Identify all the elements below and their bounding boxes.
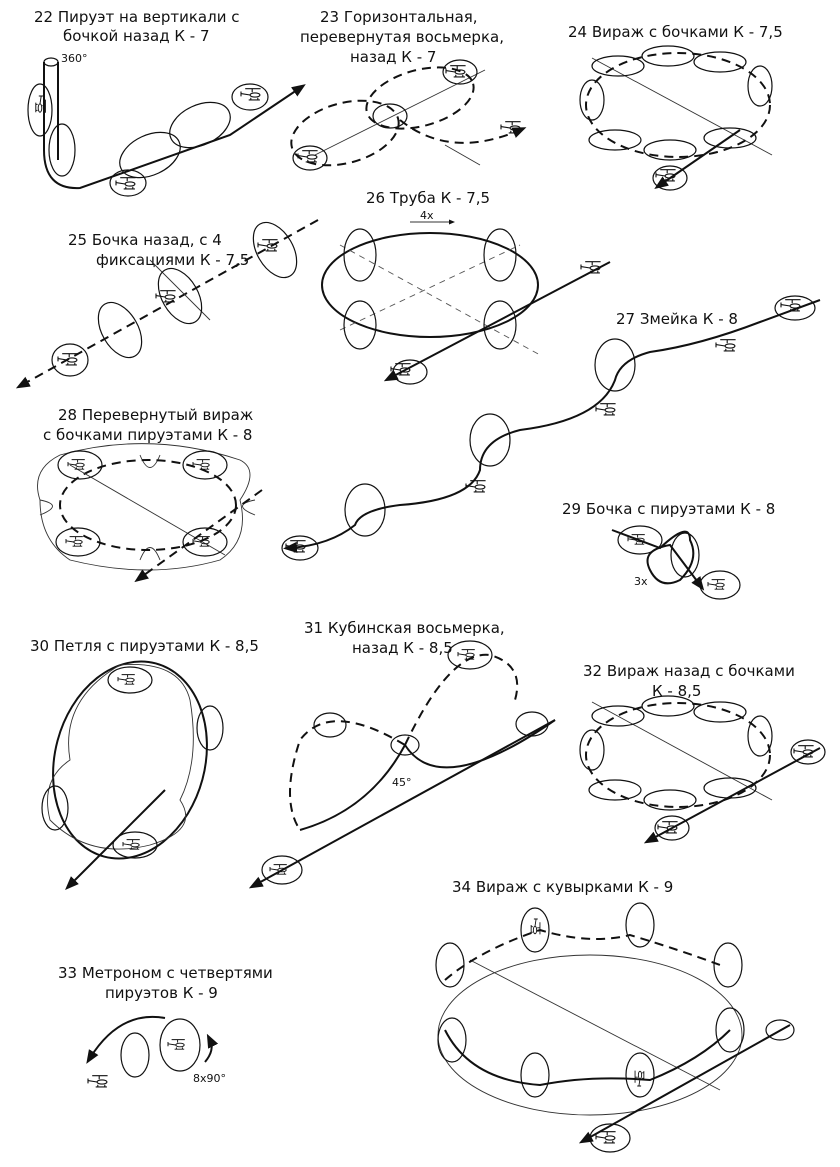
figure-25-title-line1: 25 Бочка назад, с 4 xyxy=(68,231,222,249)
figure-32-title-line1: 32 Вираж назад с бочками xyxy=(583,662,795,680)
figure-22: 22 Пируэт на вертикали с бочкой назад К … xyxy=(27,8,306,197)
figure-29: 29 Бочка с пируэтами К - 8 3x xyxy=(562,500,775,600)
figure-30-title: 30 Петля с пируэтами К - 8,5 xyxy=(30,637,259,655)
figure-33-title-line2: пируэтов К - 9 xyxy=(105,984,218,1002)
figure-25: 25 Бочка назад, с 4 фиксациями К - 7,5 xyxy=(15,219,319,389)
figure-34: 34 Вираж с кувырками К - 9 xyxy=(435,878,795,1153)
figure-26-count-label: 4x xyxy=(420,209,434,222)
figure-31-angle-label: 45° xyxy=(392,776,412,789)
figure-33: 33 Метроном с четвертями пируэтов К - 9 … xyxy=(58,964,273,1088)
figure-28-title-line2: с бочками пируэтами К - 8 xyxy=(43,426,252,444)
figure-29-count-label: 3x xyxy=(634,575,648,588)
figure-24-title: 24 Вираж с бочками К - 7,5 xyxy=(568,23,783,41)
figure-27-title: 27 Змейка К - 8 xyxy=(616,310,738,328)
figure-26-title: 26 Труба К - 7,5 xyxy=(366,189,490,207)
figure-28-title-line1: 28 Перевернутый вираж xyxy=(58,406,253,424)
figure-23-title-line2: перевернутая восьмерка, xyxy=(300,28,504,46)
figure-23-title-line1: 23 Горизонтальная, xyxy=(320,8,478,26)
figure-31-title-line1: 31 Кубинская восьмерка, xyxy=(304,619,505,637)
figure-32-title-line2: К - 8,5 xyxy=(652,682,701,700)
figure-22-title-line1: 22 Пируэт на вертикали с xyxy=(34,8,239,26)
figure-26: 26 Труба К - 7,5 4x xyxy=(321,189,611,385)
figure-31: 31 Кубинская восьмерка, назад К - 8,5 45… xyxy=(248,619,556,889)
figure-32: 32 Вираж назад с бочками К - 8,5 xyxy=(579,662,826,844)
figure-24: 24 Вираж с бочками К - 7,5 xyxy=(568,23,783,191)
figure-34-title: 34 Вираж с кувырками К - 9 xyxy=(452,878,673,896)
figure-33-title-line1: 33 Метроном с четвертями xyxy=(58,964,273,982)
figure-29-title: 29 Бочка с пируэтами К - 8 xyxy=(562,500,775,518)
figure-28: 28 Перевернутый вираж с бочками пируэтам… xyxy=(37,406,263,583)
figure-22-rotation-label: 360° xyxy=(61,52,88,65)
figure-30: 30 Петля с пируэтами К - 8,5 xyxy=(30,637,259,890)
figure-23: 23 Горизонтальная, перевернутая восьмерк… xyxy=(290,8,527,171)
figure-23-title-line3: назад К - 7 xyxy=(350,48,436,66)
figure-31-title-line2: назад К - 8,5 xyxy=(352,639,453,657)
figure-22-title-line2: бочкой назад К - 7 xyxy=(63,27,210,45)
figure-25-title-line2: фиксациями К - 7,5 xyxy=(96,251,249,269)
figure-33-count-label: 8x90° xyxy=(193,1072,226,1085)
figure-27: 27 Змейка К - 8 xyxy=(281,295,821,561)
